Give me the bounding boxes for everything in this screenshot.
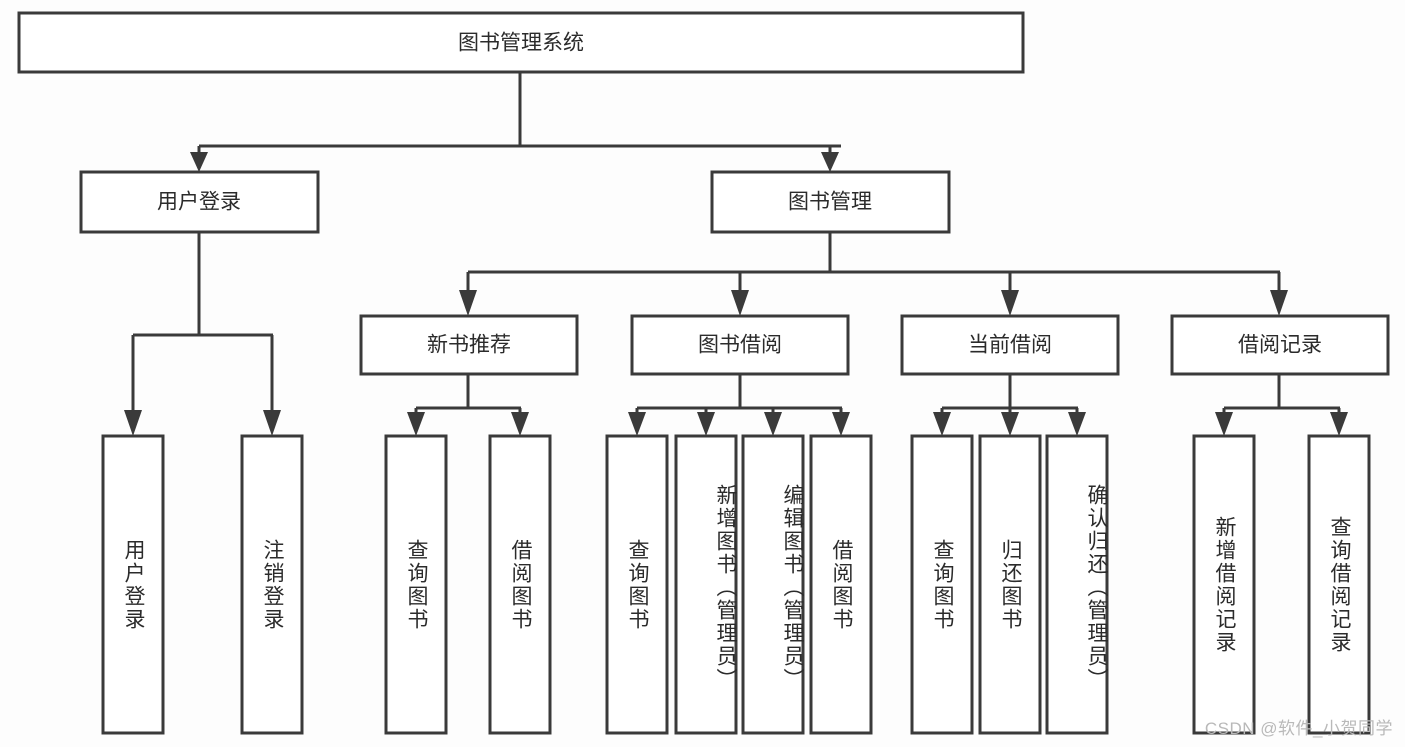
connector-group-root xyxy=(190,72,841,172)
node-current-borrow-rect[interactable] xyxy=(900,314,1120,376)
leaf-confirm-return-rect[interactable] xyxy=(1045,434,1109,735)
arrow-current-borrow xyxy=(1001,290,1019,316)
node-borrow-record-rect[interactable] xyxy=(1170,314,1390,376)
leaf-edit-book-label-box[interactable]: 编辑图书（管理员） xyxy=(743,436,804,733)
leaf-query-record-rect[interactable] xyxy=(1307,434,1371,735)
connector-group-current-borrow xyxy=(933,374,1086,436)
leaf-logout-label-box[interactable]: 注销登录 xyxy=(242,436,302,733)
leaf-add-book-label-box[interactable]: 新增图书（管理员） xyxy=(676,436,737,733)
leaf-logout-label: 注销登录 xyxy=(261,538,285,631)
node-book-borrow-rect[interactable] xyxy=(630,314,850,376)
arrow-new-book-recommend xyxy=(459,290,477,316)
leaf-query-book-1-label: 查询图书 xyxy=(405,538,429,631)
connector-group-borrow-record xyxy=(1215,374,1348,436)
arrow-leaf-add-book xyxy=(697,412,715,436)
leaf-query-record-label-box[interactable]: 查询借阅记录 xyxy=(1309,436,1369,733)
leaf-user-login-label: 用户登录 xyxy=(122,538,146,631)
connector-group-new-book-recommend xyxy=(407,374,529,436)
arrow-leaf-user-login xyxy=(124,410,142,436)
node-user-login-rect[interactable] xyxy=(79,170,320,234)
arrow-to-user-login xyxy=(190,152,208,172)
leaf-edit-book-rect[interactable] xyxy=(741,434,805,735)
arrow-leaf-query-book-3 xyxy=(933,412,951,436)
connector-group-book-manage xyxy=(459,232,1288,316)
node-root[interactable]: 图书管理系统 xyxy=(17,11,1025,74)
leaf-return-book-label-box[interactable]: 归还图书 xyxy=(980,436,1040,733)
arrow-leaf-return-book xyxy=(1001,412,1019,436)
leaf-confirm-return-label: 确认归还（管理员） xyxy=(1085,484,1108,691)
node-new-book-recommend-label: 新书推荐 xyxy=(427,334,511,357)
leaf-add-book-label: 新增图书（管理员） xyxy=(714,484,737,691)
leaf-query-record-label: 查询借阅记录 xyxy=(1328,515,1352,654)
arrow-book-borrow xyxy=(731,290,749,316)
leaf-return-book-label: 归还图书 xyxy=(999,538,1023,631)
node-new-book-recommend[interactable]: 新书推荐 xyxy=(359,314,579,376)
arrow-leaf-logout xyxy=(263,410,281,436)
leaf-borrow-book-2-label-box[interactable]: 借阅图书 xyxy=(811,436,871,733)
leaf-user-login-rect[interactable] xyxy=(101,434,165,735)
leaf-rect-group xyxy=(101,434,1371,735)
arrow-leaf-query-book-2 xyxy=(628,412,646,436)
leaf-borrow-book-2-rect[interactable] xyxy=(809,434,873,735)
leaf-borrow-book-1-label: 借阅图书 xyxy=(509,538,533,631)
leaf-query-book-2-label-box[interactable]: 查询图书 xyxy=(607,436,667,733)
node-user-login[interactable]: 用户登录 xyxy=(79,170,320,234)
leaf-borrow-book-2-label: 借阅图书 xyxy=(830,538,854,631)
leaf-query-book-2-label: 查询图书 xyxy=(626,538,650,631)
node-borrow-record[interactable]: 借阅记录 xyxy=(1170,314,1390,376)
node-new-book-recommend-rect[interactable] xyxy=(359,314,579,376)
arrow-leaf-edit-book xyxy=(764,412,782,436)
arrow-leaf-query-record xyxy=(1330,412,1348,436)
leaf-confirm-return-label-box[interactable]: 确认归还（管理员） xyxy=(1047,436,1108,733)
arrow-leaf-confirm-return xyxy=(1068,412,1086,436)
leaf-add-record-label: 新增借阅记录 xyxy=(1213,515,1237,654)
leaf-add-record-label-box[interactable]: 新增借阅记录 xyxy=(1194,436,1254,733)
node-current-borrow-label: 当前借阅 xyxy=(968,334,1052,357)
leaf-query-book-3-label-box[interactable]: 查询图书 xyxy=(912,436,972,733)
node-book-borrow-label: 图书借阅 xyxy=(698,334,782,357)
leaf-query-book-1-rect[interactable] xyxy=(384,434,448,735)
leaf-query-book-3-label: 查询图书 xyxy=(931,538,955,631)
arrow-leaf-borrow-book-1 xyxy=(511,412,529,436)
arrow-leaf-query-book-1 xyxy=(407,412,425,436)
node-book-borrow[interactable]: 图书借阅 xyxy=(630,314,850,376)
leaf-query-book-1-label-box[interactable]: 查询图书 xyxy=(386,436,446,733)
leaf-query-book-3-rect[interactable] xyxy=(910,434,974,735)
leaf-add-record-rect[interactable] xyxy=(1192,434,1256,735)
node-user-login-label: 用户登录 xyxy=(157,191,241,214)
node-root-rect[interactable] xyxy=(17,11,1025,74)
csdn-watermark: CSDN @软件_小贺同学 xyxy=(1204,719,1393,738)
leaf-logout-rect[interactable] xyxy=(240,434,304,735)
leaf-return-book-rect[interactable] xyxy=(978,434,1042,735)
leaf-borrow-book-1-rect[interactable] xyxy=(488,434,552,735)
leaf-query-book-2-rect[interactable] xyxy=(605,434,669,735)
node-book-manage-label: 图书管理 xyxy=(788,191,872,214)
leaf-edit-book-label: 编辑图书（管理员） xyxy=(781,484,804,691)
connector-group-user-login xyxy=(124,232,281,436)
node-book-manage-rect[interactable] xyxy=(710,170,951,234)
leaf-borrow-book-1-label-box[interactable]: 借阅图书 xyxy=(490,436,550,733)
arrow-to-book-manage xyxy=(821,152,839,172)
connector-group-book-borrow xyxy=(628,374,850,436)
leaf-user-login-label-box[interactable]: 用户登录 xyxy=(103,436,163,733)
arrow-leaf-borrow-book-2 xyxy=(832,412,850,436)
node-book-manage[interactable]: 图书管理 xyxy=(710,170,951,234)
node-borrow-record-label: 借阅记录 xyxy=(1238,334,1322,357)
node-current-borrow[interactable]: 当前借阅 xyxy=(900,314,1120,376)
node-root-label: 图书管理系统 xyxy=(458,32,584,55)
arrow-leaf-add-record xyxy=(1215,412,1233,436)
leaf-add-book-rect[interactable] xyxy=(674,434,738,735)
arrow-borrow-record xyxy=(1270,290,1288,316)
